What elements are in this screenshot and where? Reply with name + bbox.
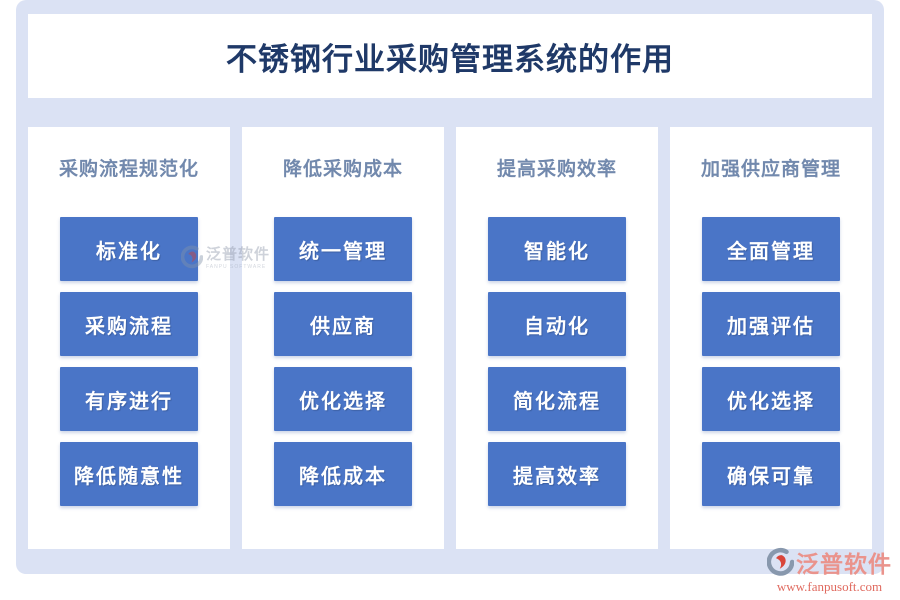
column-supplier-management: 加强供应商管理 全面管理 加强评估 优化选择 确保可靠 <box>670 127 872 549</box>
item-box: 供应商 <box>274 292 412 356</box>
item-box: 降低成本 <box>274 442 412 506</box>
item-box: 全面管理 <box>702 217 840 281</box>
item-box: 自动化 <box>488 292 626 356</box>
column-process-standardization: 采购流程规范化 标准化 采购流程 有序进行 降低随意性 <box>28 127 230 549</box>
column-header: 降低采购成本 <box>282 159 403 180</box>
item-box: 智能化 <box>488 217 626 281</box>
button-stack: 统一管理 供应商 优化选择 降低成本 <box>274 217 412 506</box>
item-box: 确保可靠 <box>702 442 840 506</box>
column-header: 采购流程规范化 <box>58 159 199 180</box>
item-box: 简化流程 <box>488 367 626 431</box>
item-box: 标准化 <box>60 217 198 281</box>
page-title: 不锈钢行业采购管理系统的作用 <box>226 41 674 77</box>
item-box: 加强评估 <box>702 292 840 356</box>
button-stack: 标准化 采购流程 有序进行 降低随意性 <box>60 217 198 506</box>
footer-url: www.fanpusoft.com <box>776 579 883 594</box>
item-box: 统一管理 <box>274 217 412 281</box>
item-box: 提高效率 <box>488 442 626 506</box>
column-reduce-cost: 降低采购成本 统一管理 供应商 优化选择 降低成本 <box>242 127 444 549</box>
column-improve-efficiency: 提高采购效率 智能化 自动化 简化流程 提高效率 <box>456 127 658 549</box>
item-box: 降低随意性 <box>60 442 198 506</box>
column-header: 提高采购效率 <box>496 159 617 180</box>
button-stack: 智能化 自动化 简化流程 提高效率 <box>488 217 626 506</box>
item-box: 优化选择 <box>274 367 412 431</box>
title-card: 不锈钢行业采购管理系统的作用 <box>28 14 872 98</box>
button-stack: 全面管理 加强评估 优化选择 确保可靠 <box>702 217 840 506</box>
footer-logo: 泛普软件 www.fanpusoft.com <box>767 545 892 595</box>
fanpu-logo-icon <box>767 547 794 577</box>
item-box: 采购流程 <box>60 292 198 356</box>
column-header: 加强供应商管理 <box>700 159 841 180</box>
footer-brand: 泛普软件 <box>796 551 892 577</box>
columns-container: 采购流程规范化 标准化 采购流程 有序进行 降低随意性 降低采购成本 统一管理 … <box>28 127 872 549</box>
item-box: 有序进行 <box>60 367 198 431</box>
item-box: 优化选择 <box>702 367 840 431</box>
